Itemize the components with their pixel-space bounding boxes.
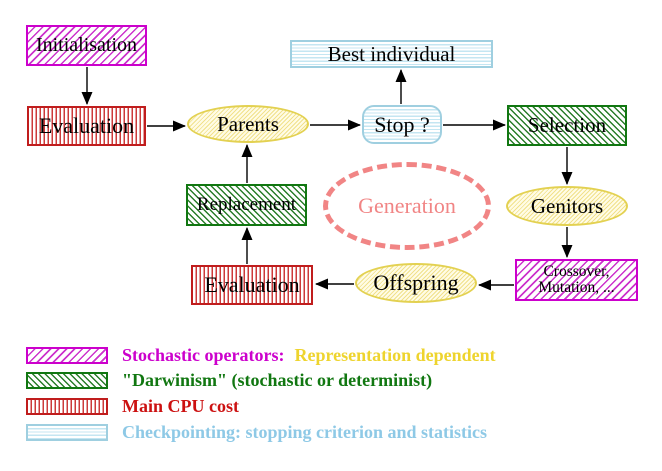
node-replacement-label: Replacement xyxy=(196,194,297,216)
legend-swatch-green-diagonal-hatch xyxy=(26,371,108,389)
node-generation-label: Generation xyxy=(358,193,456,219)
node-offspring-label: Offspring xyxy=(373,270,459,296)
legend-row-darwinism: "Darwinism" (stochastic or determinist) xyxy=(26,369,433,390)
node-initialisation: Initialisation xyxy=(26,25,147,66)
node-best-individual-label: Best individual xyxy=(327,41,456,66)
node-offspring: Offspring xyxy=(355,263,477,303)
node-stop: Stop ? xyxy=(362,105,442,144)
legend-swatch-magenta-diagonal-hatch xyxy=(26,346,108,364)
node-evaluation-bottom-label: Evaluation xyxy=(204,272,300,298)
node-initialisation-label: Initialisation xyxy=(35,34,138,56)
node-crossover-mutation: Crossover, Mutation, ... xyxy=(515,259,638,301)
node-genitors: Genitors xyxy=(506,186,628,226)
legend-label-checkpointing: Checkpointing: stopping criterion and st… xyxy=(122,421,488,442)
legend-label-stochastic-operators: Stochastic operators: xyxy=(122,344,285,365)
node-evaluation-top: Evaluation xyxy=(27,106,146,146)
legend-row-main-cpu-cost: Main CPU cost xyxy=(26,395,239,416)
node-crossover-label-line1: Crossover, xyxy=(543,262,610,280)
node-selection-label: Selection xyxy=(527,113,607,138)
legend-swatch-cyan-horizontal-stripes xyxy=(26,423,108,441)
node-parents: Parents xyxy=(187,105,309,143)
node-replacement: Replacement xyxy=(186,184,307,226)
node-selection: Selection xyxy=(507,105,627,146)
node-evaluation-bottom: Evaluation xyxy=(191,265,313,305)
node-parents-label: Parents xyxy=(217,111,279,136)
node-genitors-label: Genitors xyxy=(530,193,604,218)
legend-row-checkpointing: Checkpointing: stopping criterion and st… xyxy=(26,421,488,442)
legend-swatch-red-vertical-stripes xyxy=(26,397,108,415)
legend-label-darwinism: "Darwinism" (stochastic or determinist) xyxy=(122,369,433,390)
legend-row-stochastic-operators: Stochastic operators: Representation dep… xyxy=(26,344,496,365)
node-stop-label: Stop ? xyxy=(374,111,430,137)
legend-label-representation-dependent: Representation dependent xyxy=(294,344,496,365)
node-generation-loop: Generation xyxy=(323,162,491,250)
node-evaluation-top-label: Evaluation xyxy=(38,113,135,139)
node-best-individual: Best individual xyxy=(290,40,493,68)
legend-label-main-cpu-cost: Main CPU cost xyxy=(122,395,239,416)
node-crossover-label-line2: Mutation, ... xyxy=(538,279,615,296)
